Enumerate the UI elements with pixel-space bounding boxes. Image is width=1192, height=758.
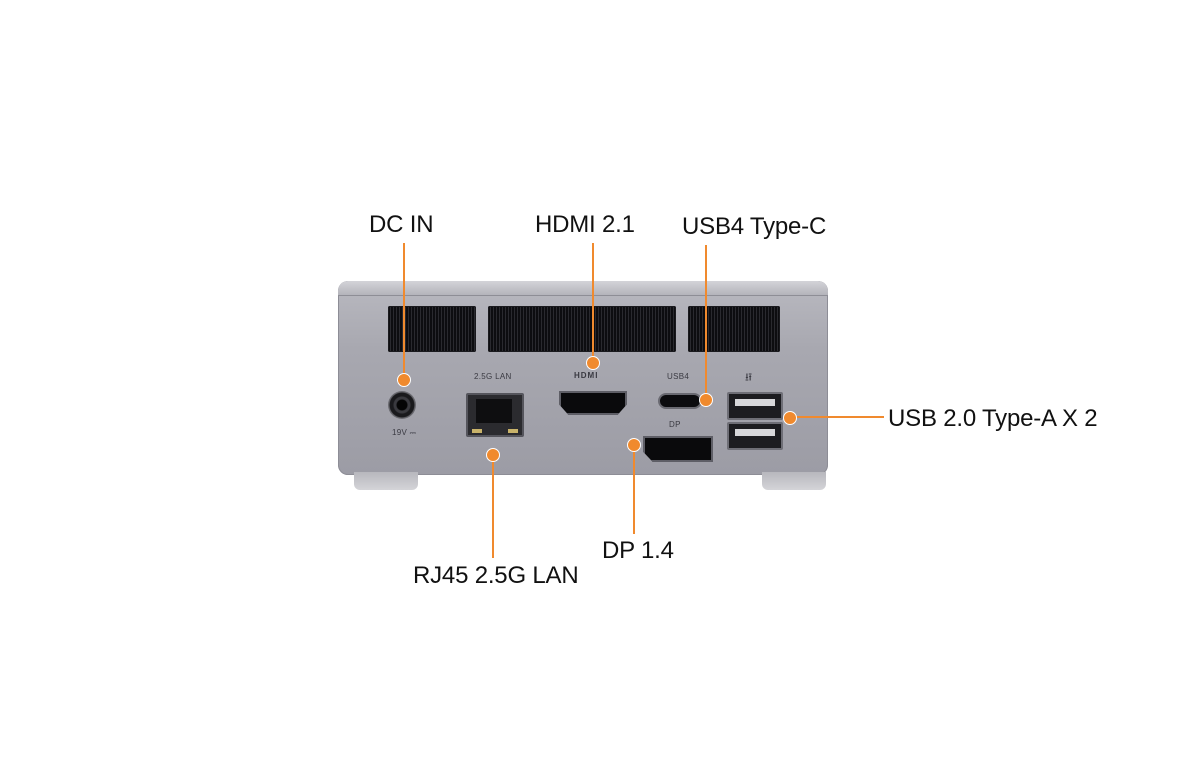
vent-3 [688, 306, 780, 352]
callout-lan: RJ45 2.5G LAN [413, 562, 579, 589]
rj45-led-left [472, 429, 482, 433]
callout-dot-hdmi [586, 356, 600, 370]
usb-a-port-bottom [727, 422, 783, 450]
callout-line-dp [633, 446, 635, 534]
usb-a-tongue [735, 429, 775, 436]
callout-dot-dc-in [397, 373, 411, 387]
usb-a-tongue [735, 399, 775, 406]
dc-port-label: 19V ⎓ [392, 428, 417, 437]
usb-symbol-icon: ⭿ [745, 372, 753, 384]
dc-jack [388, 391, 416, 419]
hdmi-port-label: HDMI [574, 371, 599, 380]
callout-line-usb4 [705, 245, 707, 397]
dp-port-label: DP [669, 420, 681, 429]
callout-line-lan [492, 458, 494, 558]
callout-dp: DP 1.4 [602, 537, 674, 564]
callout-dot-usb2 [783, 411, 797, 425]
rj45-port [466, 393, 524, 437]
callout-dot-dp [627, 438, 641, 452]
right-foot [762, 472, 826, 490]
dp-port [643, 436, 713, 462]
callout-dc-in: DC IN [369, 211, 434, 238]
callout-line-usb2 [790, 416, 884, 418]
vent-2 [488, 306, 676, 352]
vent-1 [388, 306, 476, 352]
hdmi-port [559, 391, 627, 415]
callout-dot-lan [486, 448, 500, 462]
rj45-led-right [508, 429, 518, 433]
usb-a-port-top [727, 392, 783, 420]
callout-hdmi: HDMI 2.1 [535, 211, 635, 238]
callout-usb2: USB 2.0 Type-A X 2 [888, 405, 1098, 432]
rj45-opening [476, 399, 512, 423]
lan-port-label: 2.5G LAN [474, 372, 512, 381]
device-top-lid [338, 281, 828, 296]
usb4-port [658, 393, 702, 409]
callout-line-hdmi [592, 243, 594, 363]
left-foot [354, 472, 418, 490]
usb4-port-label: USB4 [667, 372, 690, 381]
callout-usb4: USB4 Type-C [682, 213, 827, 240]
callout-dot-usb4 [699, 393, 713, 407]
callout-line-dc-in [403, 243, 405, 379]
